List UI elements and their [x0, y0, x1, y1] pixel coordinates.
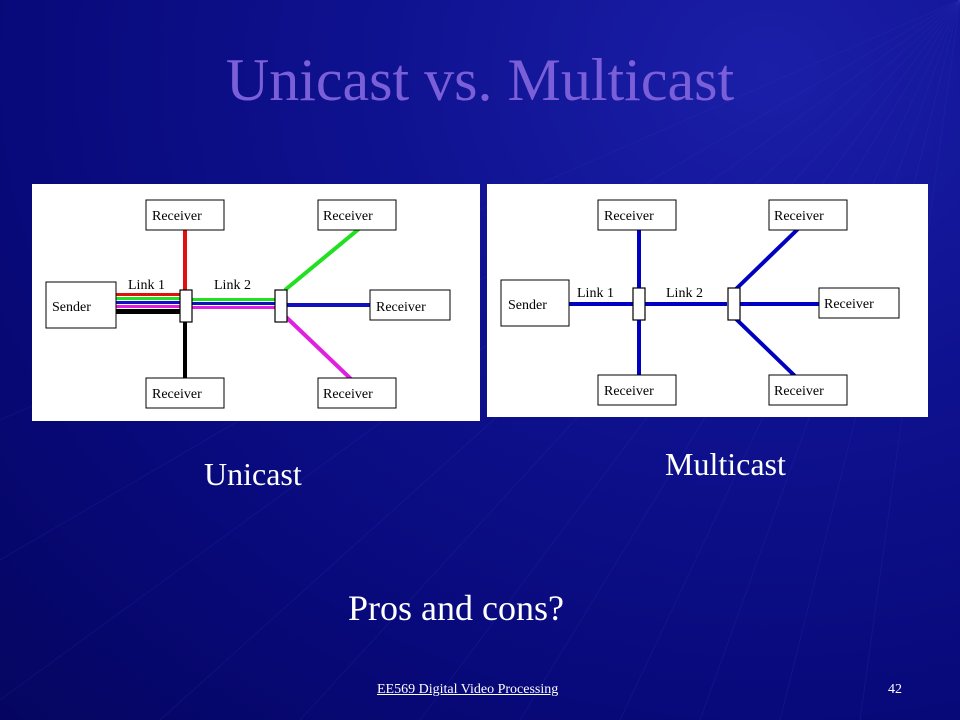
- unicast-receiver-label: Receiver: [152, 209, 202, 224]
- multicast-receiver-label: Receiver: [774, 209, 824, 224]
- multicast-link2-label: Link 2: [666, 286, 703, 301]
- multicast-network-svg: Sender Receiver Receiver Receiver Receiv…: [500, 199, 900, 406]
- multicast-link1-label: Link 1: [577, 286, 614, 301]
- unicast-link2-streams: [191, 298, 275, 309]
- unicast-router-2: [274, 289, 288, 323]
- page-number: 42: [888, 682, 902, 697]
- unicast-receiver-label: Receiver: [152, 387, 202, 402]
- unicast-link-top-right: [283, 226, 362, 292]
- unicast-receiver-node: [369, 289, 451, 321]
- multicast-receiver-node: [768, 199, 848, 231]
- multicast-receiver-node: [818, 287, 900, 319]
- unicast-receiver-node: [145, 377, 225, 409]
- unicast-sender-node: [45, 281, 117, 329]
- page-title: Unicast vs. Multicast: [225, 47, 735, 113]
- unicast-link2-label: Link 2: [214, 278, 251, 293]
- unicast-link-bottom-right: [283, 314, 354, 382]
- multicast-receiver-label: Receiver: [774, 384, 824, 399]
- multicast-link-top-right: [733, 226, 801, 292]
- unicast-receiver-node: [317, 199, 397, 231]
- multicast-receiver-label: Receiver: [604, 209, 654, 224]
- unicast-receiver-label: Receiver: [376, 300, 426, 315]
- multicast-link-bottom-right: [733, 316, 799, 380]
- multicast-sender-node: [500, 279, 570, 327]
- unicast-diagram: Sender Receiver Receiver Receiver Receiv…: [32, 184, 480, 421]
- unicast-link1-label: Link 1: [128, 278, 165, 293]
- unicast-caption: Unicast: [204, 456, 302, 492]
- multicast-diagram: Sender Receiver Receiver Receiver Receiv…: [487, 184, 928, 417]
- multicast-receiver-node: [597, 374, 677, 406]
- multicast-receiver-node: [768, 374, 848, 406]
- discussion-question: Pros and cons?: [348, 588, 564, 628]
- unicast-network-svg: Sender Receiver Receiver Receiver Receiv…: [45, 199, 451, 409]
- multicast-receiver-node: [597, 199, 677, 231]
- multicast-receiver-label: Receiver: [824, 297, 874, 312]
- multicast-caption: Multicast: [665, 446, 786, 482]
- unicast-receiver-node: [317, 377, 397, 409]
- unicast-receiver-node: [145, 199, 225, 231]
- multicast-router-1: [632, 287, 646, 321]
- unicast-receiver-label: Receiver: [323, 387, 373, 402]
- multicast-router-2: [727, 287, 741, 321]
- unicast-sender-label: Sender: [52, 300, 91, 315]
- unicast-router-1: [179, 289, 193, 323]
- unicast-receiver-label: Receiver: [323, 209, 373, 224]
- multicast-receiver-label: Receiver: [604, 384, 654, 399]
- footer-course: EE569 Digital Video Processing: [377, 682, 559, 697]
- multicast-sender-label: Sender: [508, 298, 547, 313]
- unicast-link1-streams: [116, 293, 182, 314]
